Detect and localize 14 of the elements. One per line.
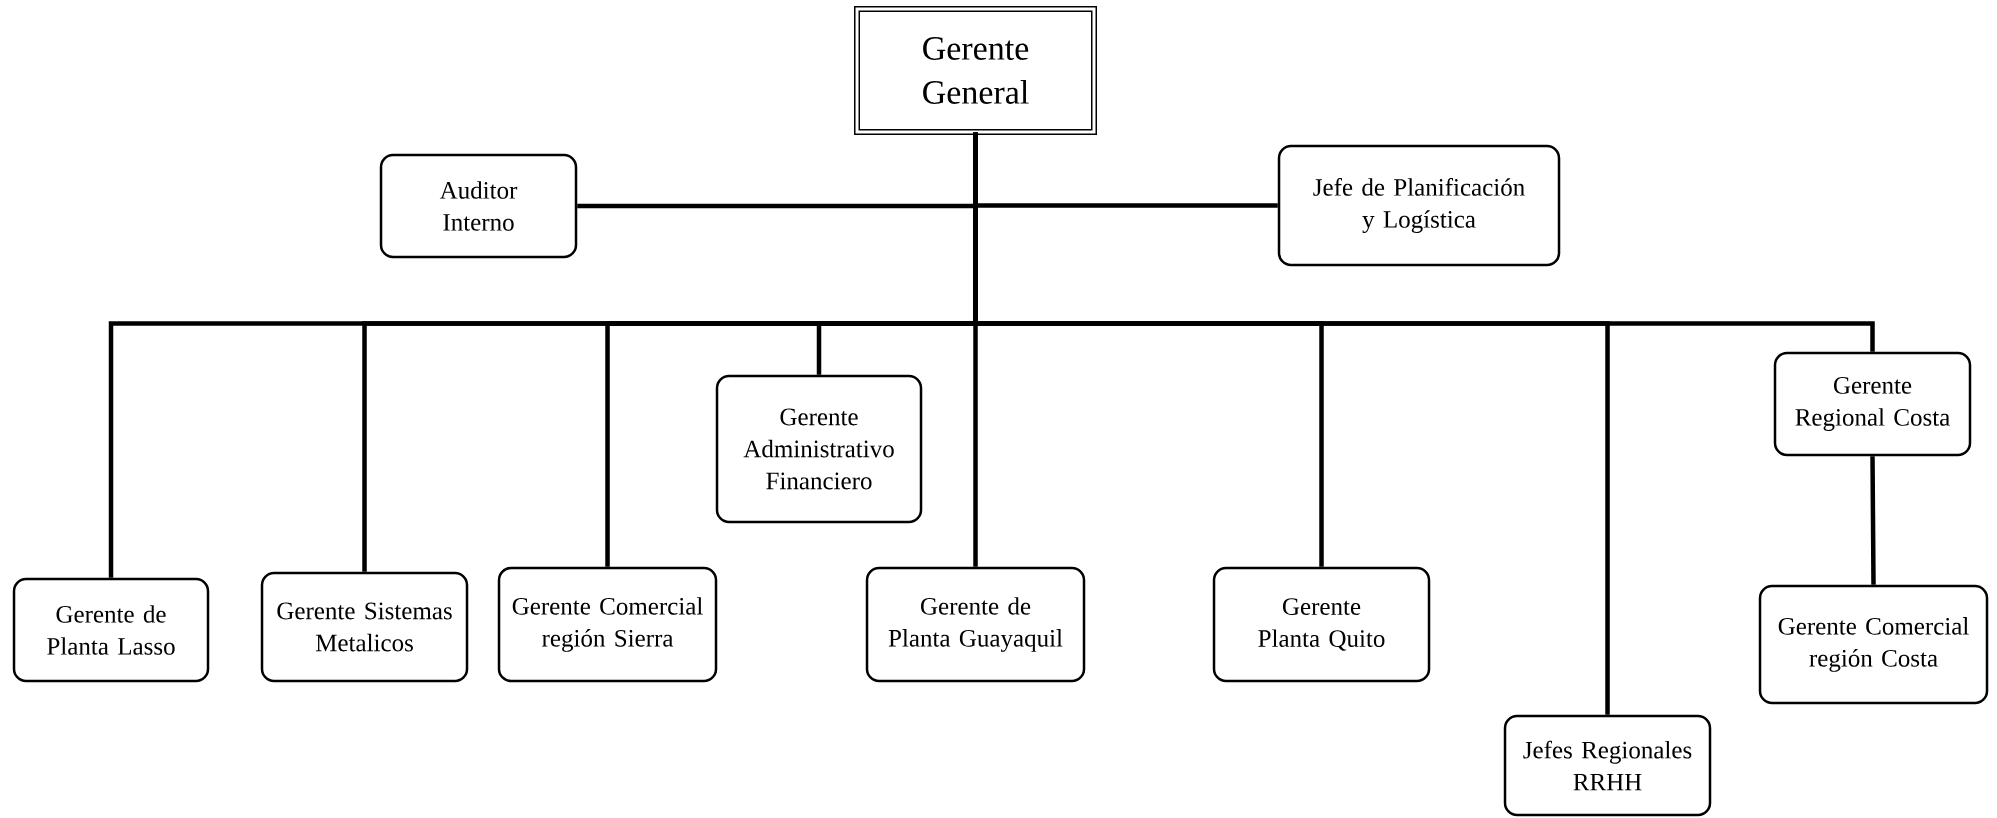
position-box: Gerente Planta Quito: [1212, 566, 1431, 683]
position-box: Gerente de Planta Guayaquil: [865, 566, 1086, 683]
position-box: Gerente Sistemas Metalicos: [260, 571, 469, 683]
position-box: Gerente de Planta Lasso: [12, 577, 210, 683]
connector-line: [973, 132, 1875, 352]
position-box: Gerente Comercial región Costa: [1758, 584, 1989, 705]
position-box: Auditor Interno: [379, 153, 578, 259]
position-box: Gerente Comercial región Sierra: [497, 566, 718, 683]
position-box: Gerente Administrativo Financiero: [715, 374, 923, 524]
connector-line: [1870, 456, 1876, 585]
position-box: Jefe de Planificación y Logística: [1277, 144, 1561, 267]
position-box: Jefes Regionales RRHH: [1503, 714, 1712, 817]
title-box: Gerente General: [854, 6, 1097, 135]
position-box: Gerente Regional Costa: [1773, 351, 1972, 457]
